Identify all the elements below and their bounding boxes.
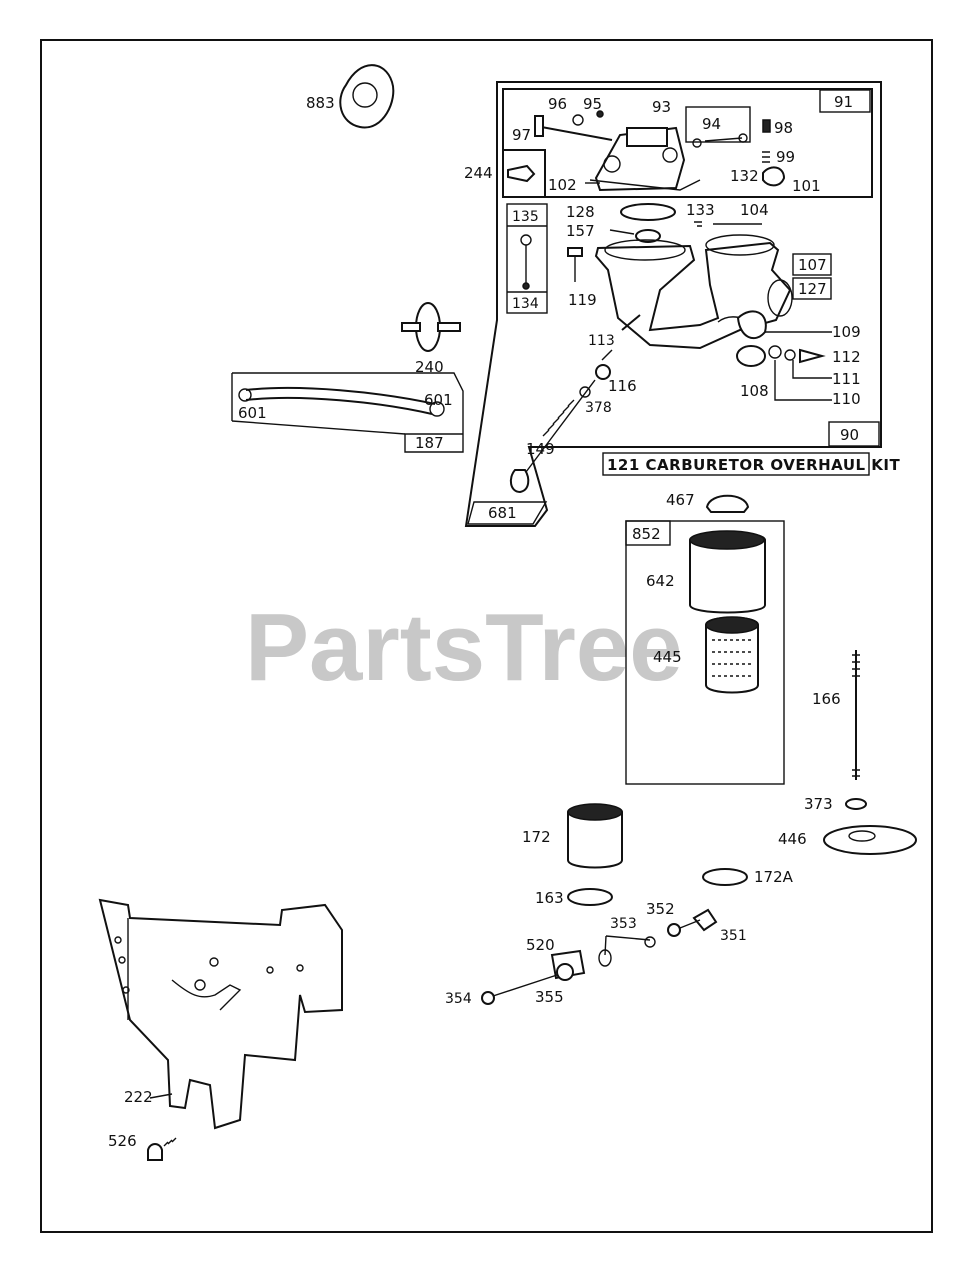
label-111: 111 [832,370,861,388]
label-109: 109 [832,323,861,341]
label-98: 98 [774,119,793,137]
label-95: 95 [583,95,602,113]
label-378: 378 [585,400,612,416]
label-94: 94 [702,115,721,133]
label-222: 222 [124,1088,153,1106]
label-132: 132 [730,167,759,185]
label-107: 107 [798,256,827,274]
label-351: 351 [720,928,747,944]
label-166: 166 [812,690,841,708]
label-354: 354 [445,991,472,1007]
label-187: 187 [415,434,444,452]
label-102: 102 [548,176,577,194]
label-172: 172 [522,828,551,846]
jet-244-drawing [507,164,536,183]
box-107-tag [792,253,832,276]
watermark: PartsTree [245,594,683,701]
knob-467-drawing [705,494,750,513]
label-108: 108 [740,382,769,400]
label-467: 467 [666,491,695,509]
label-110: 110 [832,390,861,408]
label-149: 149 [526,440,555,458]
label-601b: 601 [424,391,453,409]
kit-title: 121 CARBURETOR OVERHAUL KIT [607,456,900,474]
label-128: 128 [566,203,595,221]
carburetor-group-outline [464,81,882,527]
label-352: 352 [646,900,675,918]
label-119: 119 [568,291,597,309]
box-135-134 [506,203,548,314]
label-91: 91 [834,93,853,111]
label-96: 96 [548,95,567,113]
box-90-tag [828,421,880,447]
box-127-tag [792,277,832,300]
label-116: 116 [608,377,637,395]
ring-163-drawing [567,888,613,906]
label-445: 445 [653,648,682,666]
kit-label-box [602,452,870,476]
label-104: 104 [740,201,769,219]
label-244: 244 [464,164,493,182]
label-93: 93 [652,98,671,116]
label-112: 112 [832,348,861,366]
box-91-notch [503,149,546,197]
label-852: 852 [632,525,661,543]
label-157: 157 [566,222,595,240]
label-99: 99 [776,148,795,166]
box-91-tag [819,89,871,113]
choke-shaft-drawing [535,125,613,141]
label-642: 642 [646,572,675,590]
screw-526-drawing [147,1143,163,1161]
label-163: 163 [535,889,564,907]
label-90: 90 [840,426,859,444]
label-520: 520 [526,936,555,954]
label-127: 127 [798,280,827,298]
label-113: 113 [588,333,615,349]
box-187-outline [232,372,464,453]
label-97: 97 [512,126,531,144]
box-852-outline [625,520,785,785]
label-526: 526 [108,1132,137,1150]
label-681: 681 [488,504,517,522]
label-101: 101 [792,177,821,195]
label-601a: 601 [238,404,267,422]
label-883: 883 [306,94,335,112]
box-91-outline [502,88,873,198]
label-135: 135 [512,209,539,225]
label-133: 133 [686,201,715,219]
fuel-line-drawing [245,386,436,405]
gasket-883-drawing [339,64,395,129]
label-240: 240 [415,358,444,376]
control-bracket-drawing [98,898,343,1130]
label-446: 446 [778,830,807,848]
gasket-128-drawing [620,203,676,221]
page-frame [40,39,933,1233]
label-373: 373 [804,795,833,813]
label-353: 353 [610,916,637,932]
box-94-outline [685,106,751,143]
label-172a: 172A [754,868,794,886]
ring-172a-drawing [702,868,748,886]
box-681-tag [467,501,548,525]
label-355: 355 [535,988,564,1006]
label-134: 134 [512,296,539,312]
